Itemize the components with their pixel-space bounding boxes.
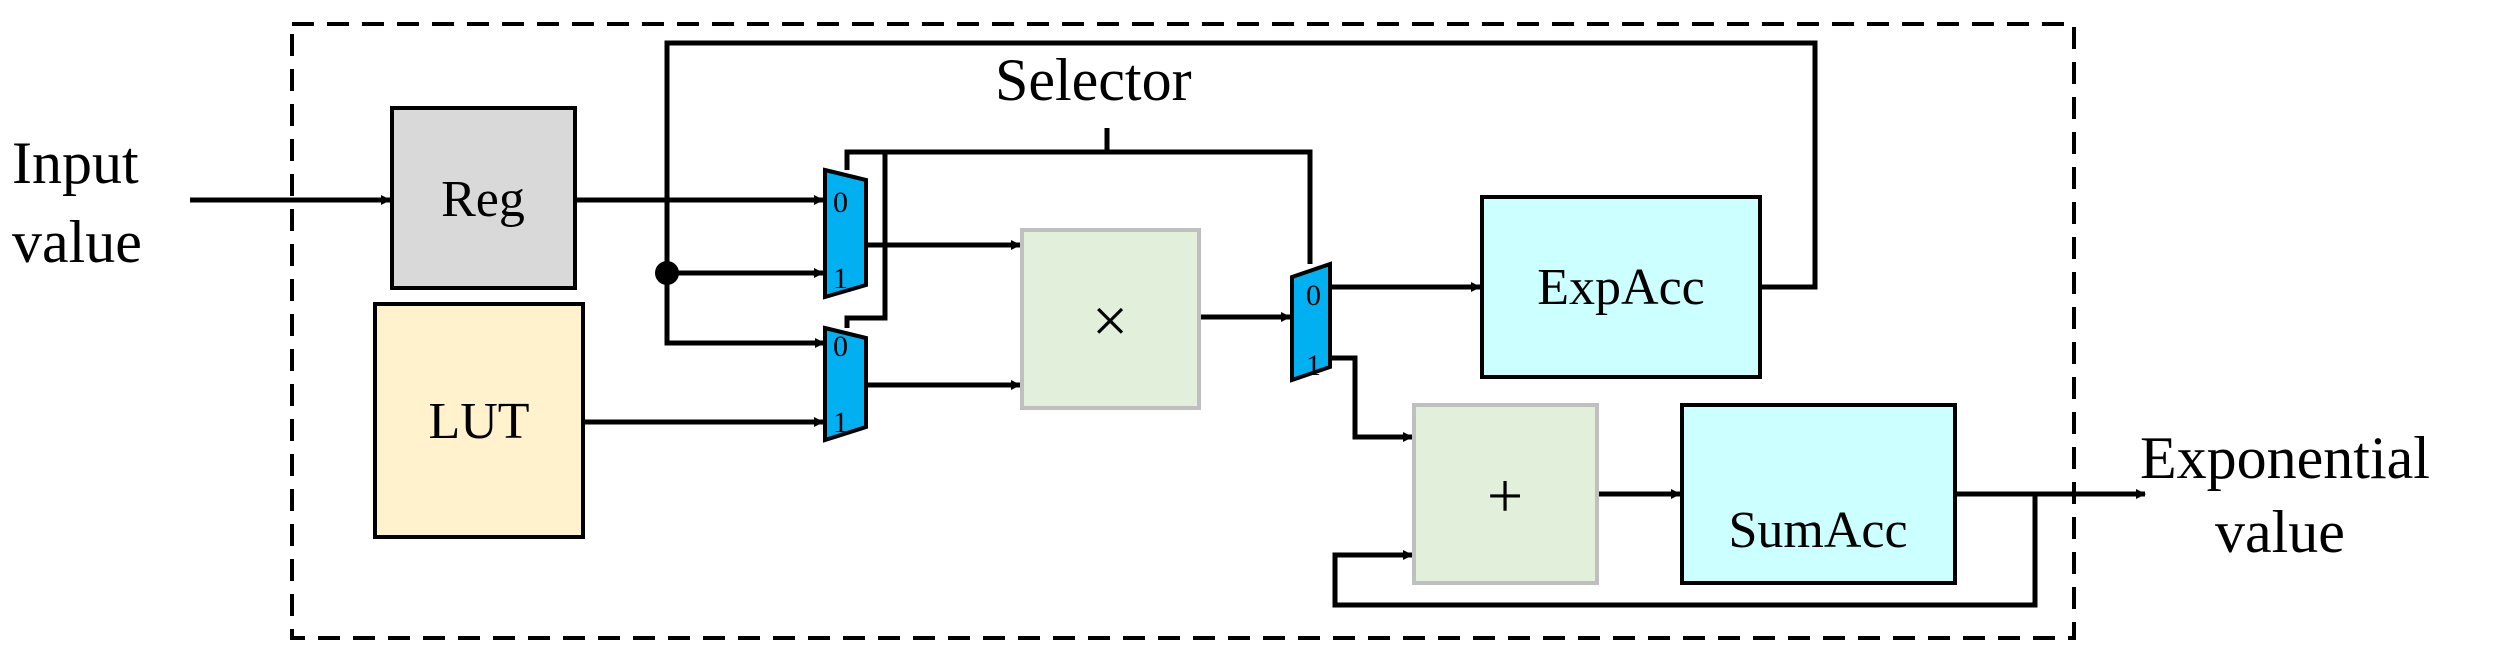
mux-top-left: 0 1 [823, 167, 868, 300]
wire-expacc-feedback [664, 40, 1818, 348]
lut-label: LUT [428, 393, 529, 450]
input-label-line1: Input [12, 130, 139, 196]
expacc-block: ExpAcc [1480, 195, 1762, 379]
wire-mux3-to-adder [1330, 355, 1413, 442]
multiplier-symbol: × [1092, 285, 1128, 356]
expacc-label: ExpAcc [1537, 259, 1704, 316]
mux-bottom-left: 0 1 [823, 325, 868, 443]
mux-bottom-left-in0: 0 [833, 330, 848, 363]
mux-top-left-in1: 1 [833, 262, 848, 295]
wire-sumacc-feedback [1332, 494, 2038, 608]
mux-top-left-in0: 0 [833, 186, 848, 219]
mux-right-out1: 1 [1306, 349, 1321, 382]
sumacc-block: SumAcc [1680, 403, 1957, 585]
output-label-line2: value [2215, 499, 2345, 565]
wires [190, 40, 2146, 608]
selector-label: Selector [995, 47, 1192, 113]
mux-bottom-left-in1: 1 [833, 406, 848, 439]
lut-block: LUT [373, 302, 585, 539]
adder-symbol: + [1487, 460, 1523, 531]
multiplier-block: × [1020, 228, 1201, 410]
junction-dot [655, 261, 679, 285]
wire-selector-control [844, 149, 1313, 264]
wire-selector-to-mux2 [844, 152, 888, 328]
mux-right: 0 1 [1290, 261, 1332, 383]
reg-label: Reg [441, 171, 525, 228]
module-boundary [290, 22, 2076, 640]
adder-block: + [1412, 403, 1599, 585]
input-label-line2: value [12, 209, 142, 275]
output-label-line1: Exponential [2140, 425, 2430, 491]
mux-right-out0: 0 [1306, 279, 1321, 312]
sumacc-label: SumAcc [1728, 502, 1907, 559]
reg-block: Reg [390, 106, 577, 290]
